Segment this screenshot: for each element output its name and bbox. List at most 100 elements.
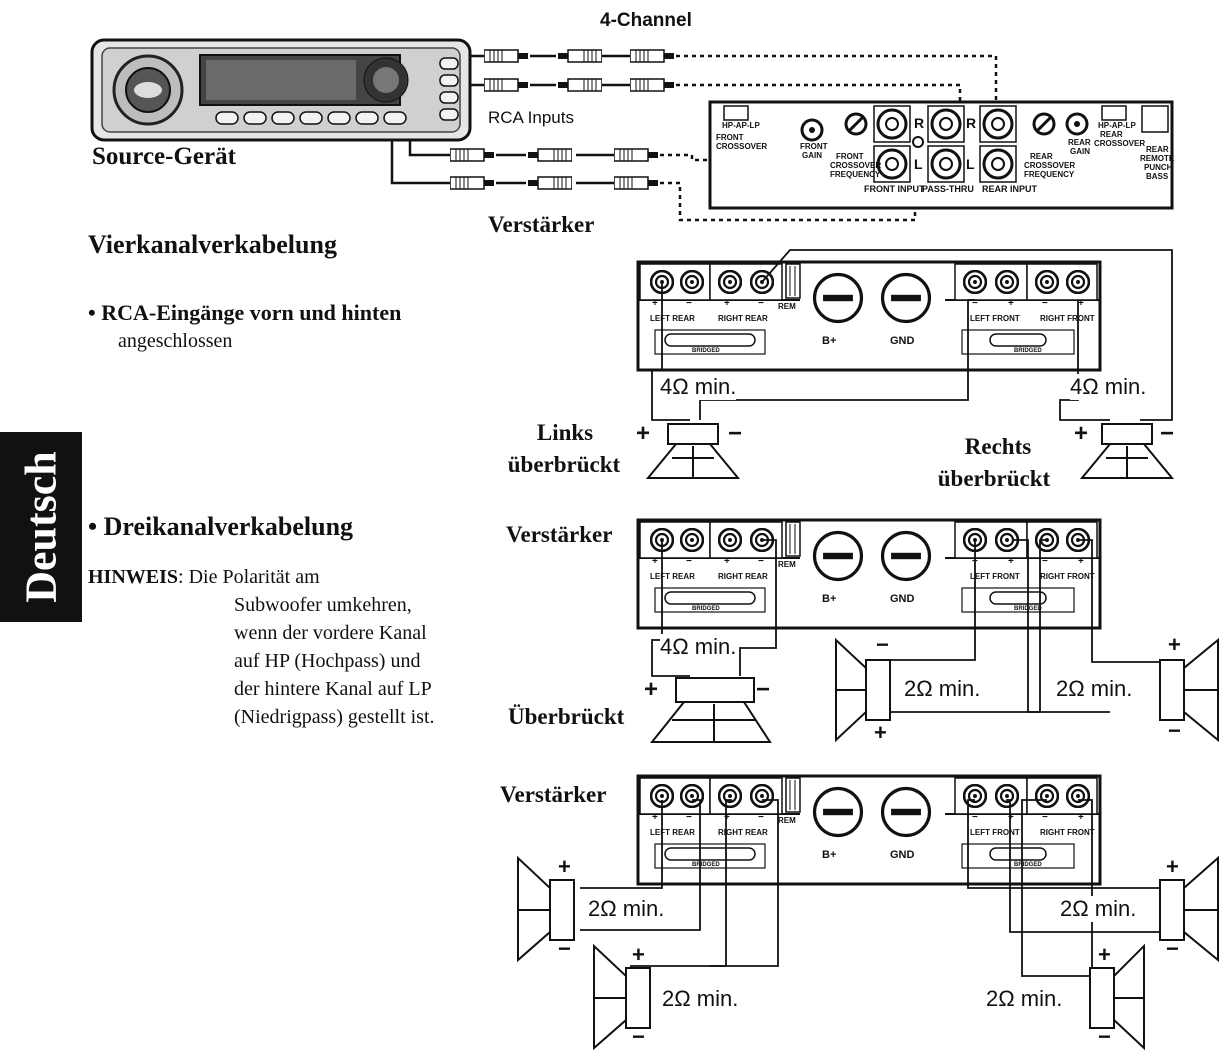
source-label: Source-Gerät [92,143,236,170]
rear-hp-ap-lp: HP-AP-LP [1098,121,1136,130]
a1-minus-3: − [972,298,978,309]
note-text-1: : Die Polarität am [178,566,320,588]
a3-plus-4: + [1078,812,1084,823]
d2-mid-minus: − [876,632,889,657]
three-channel-heading: • Dreikanalverkabelung [88,512,354,541]
d1-rechts-minus: − [1160,420,1175,447]
a1-rem: REM [778,302,796,311]
a1-right-rear: RIGHT REAR [718,314,768,323]
d3-ur-plus: + [1166,854,1179,879]
four-channel-bullet-cont: angeschlossen [118,330,233,352]
rear-gain-1: REAR [1068,138,1091,147]
a2-right-front: RIGHT FRONT [1040,572,1095,581]
rca-cables [390,54,630,185]
speaker-3-ul [517,855,575,963]
d1-links-plus: + [636,420,651,447]
d1-links-1: Links [536,420,594,445]
d2-ohm-bridged: 4Ω min. [660,634,737,660]
front-input-label: FRONT INPUT [864,184,925,194]
head-unit [90,38,472,142]
a3-rem: REM [778,816,796,825]
a2-rem: REM [778,560,796,569]
a2-plus-2: + [724,556,730,567]
rca-inputs-label: RCA Inputs [488,108,574,127]
d2-bridged-minus: − [756,676,771,703]
d3-ohm-lr: 2Ω min. [986,986,1063,1012]
a3-plus-3: + [1008,812,1014,823]
a1-gnd: GND [890,335,915,347]
a2-left-rear: LEFT REAR [650,572,695,581]
a1-minus-1: − [686,298,692,309]
rear-gain-2: GAIN [1070,147,1090,156]
d3-lr-plus: + [1098,942,1111,967]
a2-minus-3: − [972,556,978,567]
a3-bplus: B+ [822,849,837,861]
d3-ll-plus: + [632,942,645,967]
front-xo-freq-1: FRONT [836,152,864,161]
speaker-wires-1 [651,249,1173,421]
d2-right-plus: + [1168,632,1181,657]
speaker-3-ll [593,943,651,1051]
d2-bridged-plus: + [644,676,659,703]
d1-links-minus: − [728,420,743,447]
speaker-2ohm-left [835,637,891,743]
a1-bplus: B+ [822,335,837,347]
a3-right-rear: RIGHT REAR [718,828,768,837]
a2-bridged-1: BRIDGED [692,606,720,612]
a3-minus-4: − [1042,812,1048,823]
note-line-1: HINWEIS: Die Polarität am [88,566,320,589]
rear-input-label: REAR INPUT [982,184,1038,194]
amplifier-1 [636,260,1102,372]
note-line-4: auf HP (Hochpass) und [234,650,421,672]
a2-left-front: LEFT FRONT [970,572,1020,581]
a1-left-rear: LEFT REAR [650,314,695,323]
speaker-links [645,423,741,479]
rear-remote-3: PUNCH [1144,163,1173,172]
front-xo-freq-2: CROSSOVER [830,161,882,170]
pass-r: R [966,115,977,131]
rear-remote-4: BASS [1146,172,1169,181]
d3-ul-plus: + [558,854,571,879]
d3-ul-minus: − [558,936,571,961]
a2-right-rear: RIGHT REAR [718,572,768,581]
d2-mid-plus: + [874,720,887,745]
note-line-2: Subwoofer umkehren, [234,594,412,616]
a1-plus-3: + [1008,298,1014,309]
speaker-wires-3 [580,799,1180,977]
a3-left-rear: LEFT REAR [650,828,695,837]
note-line-5: der hintere Kanal auf LP [234,678,432,700]
a2-plus-4: + [1078,556,1084,567]
a2-minus-1: − [686,556,692,567]
rear-xo-freq-2: CROSSOVER [1024,161,1076,170]
front-crossover-2: CROSSOVER [716,142,768,151]
rear-crossover-2: CROSSOVER [1094,139,1146,148]
front-xo-freq-3: FREQUENCY [830,170,881,179]
d2-bridged-speaker: Überbrückt [508,704,625,729]
rear-xo-freq-1: REAR [1030,152,1053,161]
a2-minus-4: − [1042,556,1048,567]
front-gain-2: GAIN [802,151,822,160]
pass-l: L [966,156,975,172]
a2-bplus: B+ [822,593,837,605]
d3-lr-minus: − [1098,1024,1111,1049]
a1-minus-2: − [758,298,764,309]
a2-bridged-2: BRIDGED [1014,606,1042,612]
a2-minus-2: − [758,556,764,567]
d1-rechts-2: überbrückt [937,466,1051,491]
a2-gnd: GND [890,593,915,605]
d2-ohm-right: 2Ω min. [1056,676,1133,702]
front-hp-ap-lp: HP-AP-LP [722,121,760,130]
a1-left-front: LEFT FRONT [970,314,1020,323]
front-r: R [914,115,925,131]
d3-ohm-ur: 2Ω min. [1060,896,1137,922]
a3-bridged-2: BRIDGED [1014,862,1042,868]
d1-ohm-left: 4Ω min. [660,374,737,400]
speaker-3-ur [1159,855,1219,963]
a1-bridged-2: BRIDGED [1014,348,1042,354]
d2-ohm-mid: 2Ω min. [904,676,981,702]
d1-links-2: überbrückt [507,452,621,477]
rear-xo-freq-3: FREQUENCY [1024,170,1075,179]
d3-ohm-ll: 2Ω min. [662,986,739,1012]
d3-amp-label: Verstärker [500,782,607,807]
